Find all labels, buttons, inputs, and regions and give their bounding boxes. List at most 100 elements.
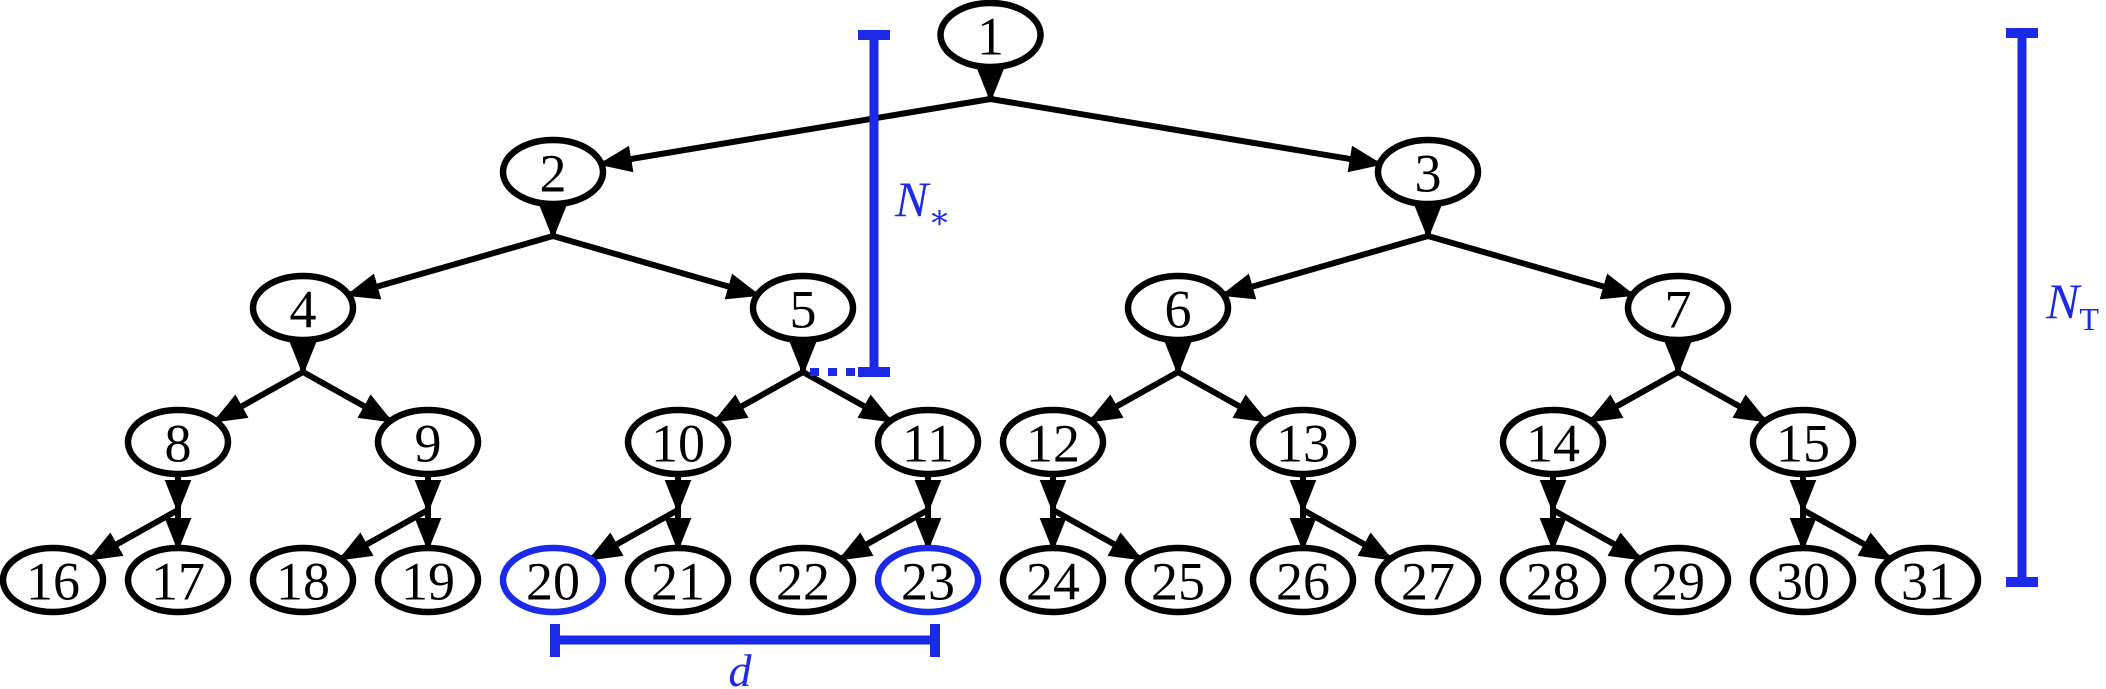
node-ellipse	[1124, 272, 1232, 344]
edge-group-node-13	[1289, 474, 1394, 562]
tree-node-7: 7	[1624, 272, 1732, 344]
node-ellipse	[1374, 136, 1482, 208]
node-label: 15	[1776, 413, 1830, 473]
tree-node-28: 28	[1499, 544, 1607, 616]
node-label: 28	[1526, 551, 1580, 611]
node-label: 17	[151, 551, 205, 611]
node-label: 25	[1151, 551, 1205, 611]
edge-group-node-4	[212, 340, 394, 424]
edge-group-node-10	[587, 474, 692, 562]
node-label: 20	[526, 551, 580, 611]
node-ellipse	[1249, 544, 1357, 616]
tree-node-13: 13	[1249, 406, 1357, 478]
tree-node-31: 31	[1874, 544, 1982, 616]
tree-node-27: 27	[1374, 544, 1482, 616]
node-label: 18	[276, 551, 330, 611]
tree-node-16: 16	[0, 544, 107, 616]
node-ellipse	[749, 272, 857, 344]
node-label: 3	[1415, 143, 1442, 203]
edge-group-node-11	[837, 474, 942, 562]
node-ellipse	[1124, 544, 1232, 616]
edge-group-node-15	[1789, 474, 1894, 562]
edge-group-node-5	[712, 340, 894, 424]
node-ellipse	[1749, 544, 1857, 616]
node-label: 2	[540, 143, 567, 203]
annotation-n-star-label: N∗	[894, 171, 951, 236]
node-ellipse	[374, 406, 482, 478]
node-ellipse	[937, 0, 1044, 71]
node-label: 10	[651, 413, 705, 473]
node-ellipse	[1749, 406, 1857, 478]
node-ellipse	[624, 406, 732, 478]
node-label: 21	[651, 551, 705, 611]
annotation-n-t-bracket: NT	[2006, 28, 2099, 587]
edge-group-node-12	[1039, 474, 1144, 562]
tree-node-24: 24	[999, 544, 1107, 616]
edge-group-node-1	[598, 67, 1383, 173]
node-label: 27	[1401, 551, 1455, 611]
node-ellipse	[499, 136, 607, 208]
tree-node-25: 25	[1124, 544, 1232, 616]
node-ellipse	[124, 544, 232, 616]
node-label: 26	[1276, 551, 1330, 611]
node-label: 1	[977, 6, 1004, 66]
node-ellipse	[749, 544, 857, 616]
annotation-d-bracket: d	[550, 624, 940, 689]
tree-node-19: 19	[374, 544, 482, 616]
tree-node-6: 6	[1124, 272, 1232, 344]
tree-node-3: 3	[1374, 136, 1482, 208]
node-ellipse	[874, 406, 982, 478]
node-label: 6	[1165, 279, 1192, 339]
node-label: 23	[901, 551, 955, 611]
node-label: 31	[1901, 551, 1955, 611]
tree-node-26: 26	[1249, 544, 1357, 616]
edge-group-node-8	[87, 474, 192, 562]
tree-node-15: 15	[1749, 406, 1857, 478]
node-ellipse	[1499, 406, 1607, 478]
node-ellipse	[1624, 544, 1732, 616]
node-ellipse-highlighted	[874, 544, 982, 616]
tree-node-12: 12	[999, 406, 1107, 478]
tree-node-21: 21	[624, 544, 732, 616]
node-ellipse	[0, 544, 107, 616]
tree-node-1: 1	[937, 0, 1044, 71]
node-label: 24	[1026, 551, 1080, 611]
node-ellipse	[1874, 544, 1982, 616]
tree-node-30: 30	[1749, 544, 1857, 616]
edge-group-node-2	[345, 204, 761, 300]
tree-node-17: 17	[124, 544, 232, 616]
edge-group-node-14	[1539, 474, 1644, 562]
node-ellipse	[249, 544, 357, 616]
tree-node-4: 4	[249, 272, 357, 344]
node-label: 11	[902, 413, 954, 473]
node-label: 30	[1776, 551, 1830, 611]
tree-node-2: 2	[499, 136, 607, 208]
tree-node-14: 14	[1499, 406, 1607, 478]
node-label: 9	[415, 413, 442, 473]
node-ellipse	[624, 544, 732, 616]
node-ellipse	[124, 406, 232, 478]
node-label: 7	[1665, 279, 1692, 339]
tree-node-5: 5	[749, 272, 857, 344]
node-ellipse	[999, 406, 1107, 478]
tree-node-29: 29	[1624, 544, 1732, 616]
node-label: 8	[165, 413, 192, 473]
annotation-n-t-label: NT	[2045, 273, 2099, 337]
node-ellipse-highlighted	[499, 544, 607, 616]
node-ellipse	[249, 272, 357, 344]
edge-group-node-7	[1587, 340, 1769, 424]
tree-node-10: 10	[624, 406, 732, 478]
node-label: 4	[290, 279, 317, 339]
edge-group-node-6	[1087, 340, 1269, 424]
edge-group-node-9	[337, 474, 442, 562]
tree-node-22: 22	[749, 544, 857, 616]
edge-group-node-3	[1220, 204, 1636, 300]
tree-node-9: 9	[374, 406, 482, 478]
tree-node-23: 23	[874, 544, 982, 616]
node-label: 12	[1026, 413, 1080, 473]
tree-node-11: 11	[874, 406, 982, 478]
node-label: 29	[1651, 551, 1705, 611]
node-ellipse	[1624, 272, 1732, 344]
